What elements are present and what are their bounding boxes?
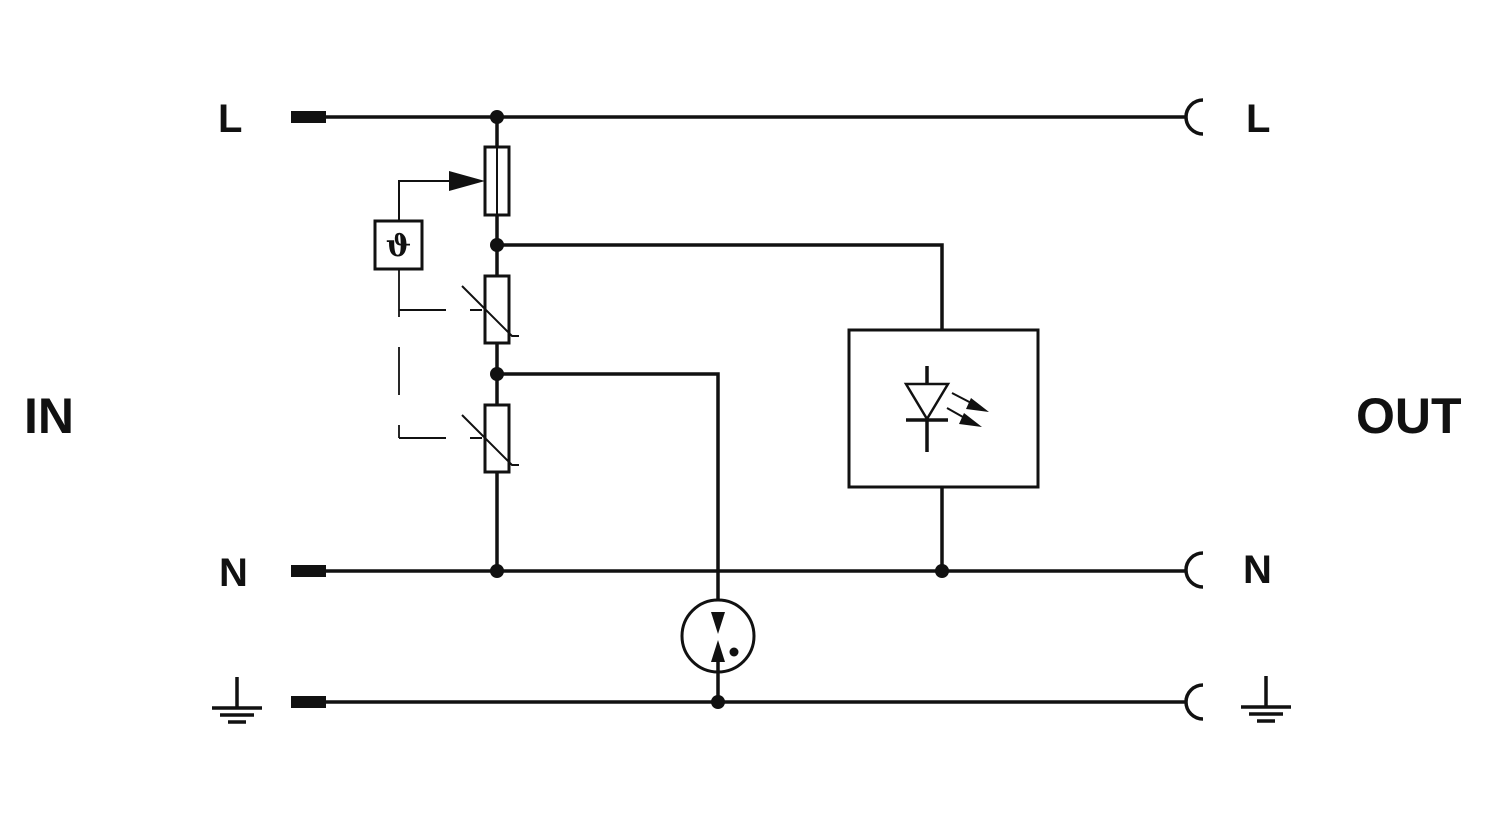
- input-ground-terminal: [291, 696, 326, 708]
- output-neutral-label: N: [1243, 548, 1272, 592]
- in-label: IN: [24, 388, 74, 444]
- output-line-terminal: [1184, 98, 1204, 136]
- junction-indicator: [490, 238, 504, 252]
- junction-varistor-mid: [490, 367, 504, 381]
- thermal-disconnector: ϑ: [373, 171, 485, 271]
- input-line-label: L: [218, 97, 242, 141]
- varistor-lower: [461, 403, 519, 474]
- mechanical-link: [398, 269, 482, 439]
- status-indicator-module: [847, 328, 1040, 489]
- junction-neutral-branch: [490, 564, 504, 578]
- output-neutral-terminal: [1184, 551, 1204, 589]
- varistor-upper: [461, 274, 519, 345]
- thermal-fuse: [483, 145, 511, 217]
- input-neutral-label: N: [219, 551, 248, 595]
- gas-discharge-tube: [680, 598, 756, 702]
- indicator-feed-wire: [497, 243, 944, 330]
- output-ground-icon: [1241, 676, 1291, 723]
- output-line-label: L: [1246, 97, 1270, 141]
- input-neutral-terminal: [291, 565, 326, 577]
- input-ground-icon: [212, 677, 262, 724]
- input-line-terminal: [291, 111, 326, 123]
- gdt-feed-wire: [497, 372, 720, 600]
- junction-ground-gdt: [711, 695, 725, 709]
- junction-line-top: [490, 110, 504, 124]
- led-icon: [903, 366, 989, 452]
- junction-neutral-indicator: [935, 564, 949, 578]
- thermometer-icon: ϑ: [386, 229, 411, 264]
- output-ground-terminal: [1184, 683, 1204, 721]
- out-label: OUT: [1356, 388, 1462, 444]
